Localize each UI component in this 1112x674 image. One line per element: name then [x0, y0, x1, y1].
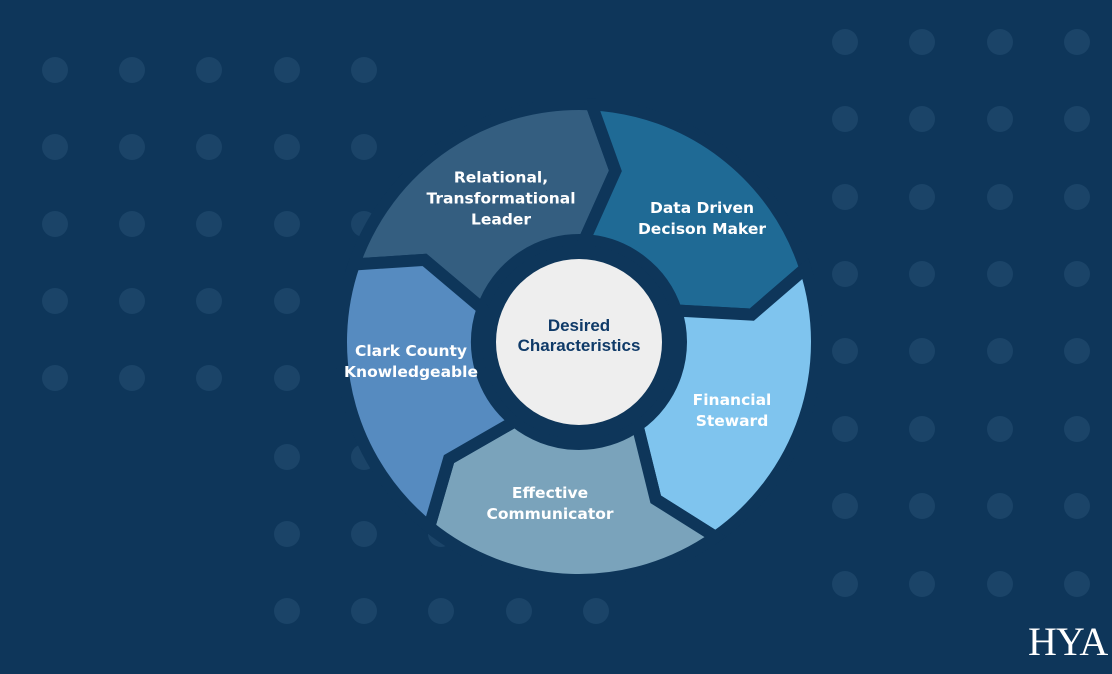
background-dot [987, 106, 1013, 132]
background-dot [987, 261, 1013, 287]
background-dot [119, 211, 145, 237]
background-dot [1064, 571, 1090, 597]
background-dot [196, 365, 222, 391]
background-dot [909, 571, 935, 597]
background-dot [196, 134, 222, 160]
background-dot [119, 288, 145, 314]
background-dot [274, 211, 300, 237]
background-dot [42, 134, 68, 160]
background-dot [1064, 493, 1090, 519]
background-dot [832, 493, 858, 519]
background-dot [274, 134, 300, 160]
background-dot [119, 57, 145, 83]
background-dot [274, 288, 300, 314]
cycle-segment [422, 414, 727, 586]
background-dot [351, 134, 377, 160]
background-dot [274, 57, 300, 83]
background-dot [351, 598, 377, 624]
background-dot [1064, 261, 1090, 287]
cycle-segment [575, 97, 813, 321]
cycle-segment [335, 253, 526, 538]
background-dot [987, 493, 1013, 519]
segment-label-data-driven: Data Driven Decison Maker [637, 199, 767, 238]
center-label: Desired Characteristics [517, 316, 641, 355]
background-dot [909, 106, 935, 132]
background-dot [832, 106, 858, 132]
background-dot [1064, 184, 1090, 210]
background-dot [909, 416, 935, 442]
background-dot [119, 134, 145, 160]
background-dot [42, 57, 68, 83]
hya-logo: HYA [1028, 619, 1108, 664]
background-dot [42, 211, 68, 237]
background-dot [42, 288, 68, 314]
background-dot [987, 571, 1013, 597]
background-dot [351, 57, 377, 83]
segment-label-clark-county: Clark County Knowledgeable [344, 342, 478, 381]
background-dot [909, 184, 935, 210]
background-dot [1064, 106, 1090, 132]
background-dot [274, 444, 300, 470]
background-dot [1064, 29, 1090, 55]
segment-label-relational-leader: Relational, Transformational Leader [426, 168, 576, 229]
background-dot [832, 416, 858, 442]
center-circle [482, 245, 676, 439]
segment-label-effective-communicator: Effective Communicator [486, 484, 614, 523]
background-dot [832, 261, 858, 287]
background-dot [196, 57, 222, 83]
background-dot [274, 521, 300, 547]
background-dot [987, 29, 1013, 55]
background-dot [1064, 338, 1090, 364]
cycle-segment [630, 258, 823, 545]
background-dot [42, 365, 68, 391]
background-dot [119, 365, 145, 391]
background-dot [832, 29, 858, 55]
background-dot [196, 288, 222, 314]
background-dot [351, 521, 377, 547]
background-dot [274, 365, 300, 391]
background-dot [1064, 416, 1090, 442]
background-dot [909, 29, 935, 55]
background-dot [428, 598, 454, 624]
segment-label-financial-steward: Financial Steward [692, 391, 772, 430]
background-dot [196, 211, 222, 237]
background-dot [274, 598, 300, 624]
background-dot [506, 598, 532, 624]
background-dot [832, 184, 858, 210]
background-dot [987, 416, 1013, 442]
background-dot [909, 338, 935, 364]
background-dot [909, 493, 935, 519]
background-dot [987, 184, 1013, 210]
background-dot [832, 338, 858, 364]
background-dot [987, 338, 1013, 364]
background-dot [583, 598, 609, 624]
background-dot [832, 571, 858, 597]
background-dot [909, 261, 935, 287]
